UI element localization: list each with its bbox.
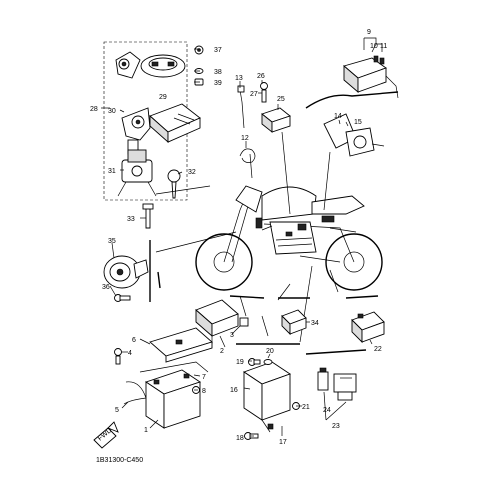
callout-20: 20 bbox=[266, 348, 274, 355]
callout-27: 27 bbox=[250, 91, 258, 98]
battery-band[interactable] bbox=[139, 361, 209, 373]
callout-6: 6 bbox=[132, 337, 136, 344]
callout-19: 19 bbox=[236, 359, 244, 366]
bolt-33[interactable] bbox=[142, 203, 154, 229]
battery-bracket[interactable] bbox=[149, 327, 213, 363]
ecu-unit[interactable] bbox=[149, 103, 201, 144]
callout-25: 25 bbox=[277, 96, 285, 103]
cable-5[interactable] bbox=[123, 381, 147, 405]
bracket-13[interactable] bbox=[237, 85, 245, 129]
callout-13: 13 bbox=[235, 75, 243, 82]
callout-1: 1 bbox=[144, 427, 148, 434]
control-unit-bracket[interactable] bbox=[243, 361, 291, 433]
relay-22[interactable] bbox=[351, 311, 385, 344]
clip-12[interactable] bbox=[239, 148, 256, 163]
callout-24: 24 bbox=[323, 407, 331, 414]
diagram-code: 1B31300-C450 bbox=[96, 457, 143, 464]
horn[interactable] bbox=[103, 255, 149, 289]
bolt-26-27[interactable] bbox=[260, 82, 268, 103]
main-switch-body[interactable] bbox=[121, 107, 151, 155]
callout-38: 38 bbox=[214, 69, 222, 76]
callout-29: 29 bbox=[159, 94, 167, 101]
callout-32: 32 bbox=[188, 169, 196, 176]
handlebar-switch[interactable] bbox=[305, 91, 399, 157]
bolt-37[interactable] bbox=[194, 45, 204, 55]
callout-2: 2 bbox=[220, 348, 224, 355]
connector-24[interactable] bbox=[317, 367, 329, 391]
battery[interactable] bbox=[144, 369, 202, 429]
callout-33: 33 bbox=[127, 216, 135, 223]
callout-11: 11 bbox=[380, 43, 387, 50]
callout-10: 10 bbox=[370, 43, 378, 50]
callout-7: 7 bbox=[202, 374, 206, 381]
callout-26: 26 bbox=[257, 73, 265, 80]
starter-relay[interactable] bbox=[195, 299, 249, 344]
bolt-4[interactable] bbox=[114, 348, 122, 365]
callout-5: 5 bbox=[115, 407, 119, 414]
bolt-36[interactable] bbox=[114, 294, 131, 302]
callout-31: 31 bbox=[108, 168, 116, 175]
callout-36: 36 bbox=[102, 284, 110, 291]
callout-15: 15 bbox=[354, 119, 362, 126]
front-direction-arrow bbox=[93, 421, 119, 449]
bolt-19[interactable] bbox=[248, 358, 261, 366]
callout-14: 14 bbox=[334, 113, 342, 120]
grommet-20[interactable] bbox=[263, 359, 273, 365]
callout-8: 8 bbox=[202, 388, 206, 395]
lock-set-group-outline bbox=[103, 41, 188, 201]
callout-3: 3 bbox=[230, 332, 234, 339]
callout-bracket-9 bbox=[363, 37, 383, 53]
callout-12: 12 bbox=[241, 135, 249, 142]
connector-23[interactable] bbox=[333, 373, 357, 401]
callout-30: 30 bbox=[108, 108, 116, 115]
callout-9: 9 bbox=[367, 29, 371, 36]
callout-21: 21 bbox=[302, 404, 310, 411]
seat-lock[interactable] bbox=[115, 51, 141, 79]
callout-35: 35 bbox=[108, 238, 116, 245]
callout-18: 18 bbox=[236, 435, 244, 442]
ignition-switch[interactable] bbox=[117, 149, 157, 197]
fuse-box[interactable] bbox=[343, 55, 399, 99]
callout-labels: 1 2 3 4 5 6 7 8 9 10 11 12 13 14 15 16 1… bbox=[90, 29, 387, 446]
bracket-relay-bar bbox=[229, 295, 265, 299]
bracket-22-bar bbox=[345, 295, 379, 299]
callout-16: 16 bbox=[230, 387, 238, 394]
callout-4: 4 bbox=[128, 350, 132, 357]
leader-lines bbox=[155, 131, 339, 343]
callout-22: 22 bbox=[374, 346, 382, 353]
bracket-23-bar bbox=[305, 349, 367, 355]
callout-23: 23 bbox=[332, 423, 340, 430]
callout-leaders bbox=[101, 48, 373, 437]
callout-28: 28 bbox=[90, 106, 98, 113]
callout-39: 39 bbox=[214, 80, 222, 87]
fuel-tank-cap-lock[interactable] bbox=[140, 54, 186, 78]
relay-25[interactable] bbox=[261, 107, 291, 133]
callout-17: 17 bbox=[279, 439, 287, 446]
callout-34: 34 bbox=[311, 320, 319, 327]
callout-37: 37 bbox=[214, 47, 222, 54]
flasher-relay[interactable] bbox=[281, 309, 307, 336]
key[interactable] bbox=[167, 169, 181, 199]
bracket-horn-bar bbox=[157, 271, 161, 289]
